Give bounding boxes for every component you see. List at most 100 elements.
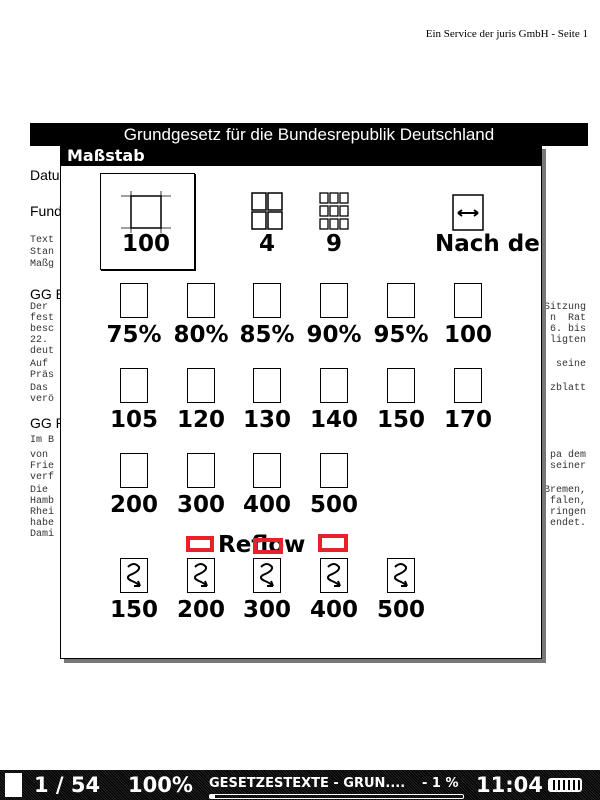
background-text: ringen bbox=[549, 507, 586, 518]
background-text: seine bbox=[555, 359, 586, 370]
highlight-box bbox=[186, 536, 214, 552]
zoom-option[interactable]: 9 bbox=[301, 191, 367, 257]
background-text: Präs bbox=[30, 370, 55, 381]
zoom-option[interactable]: 300 bbox=[234, 558, 300, 623]
background-text: besc bbox=[30, 324, 55, 335]
zoom-option[interactable]: 90% bbox=[301, 283, 367, 348]
zoom-level: 100% bbox=[128, 773, 193, 797]
zoom-option-label: 400 bbox=[309, 597, 358, 623]
zoom-option-label: 150 bbox=[109, 597, 158, 623]
zoom-option[interactable]: 80% bbox=[168, 283, 234, 348]
zoom-option[interactable]: 200 bbox=[168, 558, 234, 623]
book-title: GESETZESTEXTE - GRUN.... bbox=[209, 776, 406, 791]
zoom-option[interactable]: 120 bbox=[168, 368, 234, 433]
zoom-option[interactable]: 85% bbox=[234, 283, 300, 348]
background-text: Die bbox=[30, 485, 49, 496]
background-text: Dami bbox=[30, 529, 55, 540]
page-icon bbox=[253, 368, 281, 403]
background-text: seiner bbox=[549, 461, 586, 472]
zoom-option[interactable]: 100 bbox=[113, 191, 179, 257]
zoom-option-label: 170 bbox=[443, 407, 492, 433]
zoom-option-label: 100 bbox=[121, 231, 170, 257]
page-icon bbox=[120, 368, 148, 403]
reflow-icon bbox=[120, 558, 148, 593]
zoom-option-label: 105 bbox=[109, 407, 158, 433]
zoom-option[interactable]: 140 bbox=[301, 368, 367, 433]
reflow-icon bbox=[387, 558, 415, 593]
background-text: GG Ei bbox=[30, 286, 69, 302]
page-icon bbox=[387, 368, 415, 403]
zoom-option[interactable]: 4 bbox=[234, 191, 300, 257]
fit-page-icon bbox=[113, 191, 179, 233]
clock: 11:04 bbox=[476, 773, 543, 797]
zoom-option[interactable]: 400 bbox=[301, 558, 367, 623]
page-icon bbox=[187, 453, 215, 488]
zoom-option-label: 500 bbox=[376, 597, 425, 623]
document-title: Grundgesetz für die Bundesrepublik Deuts… bbox=[30, 123, 588, 146]
progress-bar[interactable] bbox=[209, 794, 464, 799]
page-icon bbox=[120, 283, 148, 318]
zoom-option[interactable]: 150 bbox=[368, 368, 434, 433]
background-text: deut bbox=[30, 346, 55, 357]
dialog-title: Maßstab bbox=[61, 146, 541, 166]
zoom-option-label: 400 bbox=[242, 492, 291, 518]
page-icon bbox=[320, 368, 348, 403]
background-text: Im B bbox=[30, 435, 55, 446]
page-icon bbox=[187, 283, 215, 318]
zoom-option[interactable]: Nach de bbox=[435, 191, 540, 257]
page-icon bbox=[253, 453, 281, 488]
background-text: ligten bbox=[549, 335, 586, 346]
battery-full-icon bbox=[548, 778, 582, 792]
zoom-option[interactable]: 170 bbox=[435, 368, 501, 433]
zoom-option[interactable]: 500 bbox=[368, 558, 434, 623]
zoom-option-label: 9 bbox=[325, 231, 342, 257]
zoom-option[interactable]: 105 bbox=[101, 368, 167, 433]
zoom-option-label: 130 bbox=[242, 407, 291, 433]
page-icon bbox=[320, 283, 348, 318]
page-counter: 1 / 54 bbox=[34, 773, 101, 797]
highlight-box bbox=[253, 538, 283, 554]
zoom-option-label: 120 bbox=[176, 407, 225, 433]
highlight-box bbox=[318, 534, 348, 552]
zoom-option[interactable]: 75% bbox=[101, 283, 167, 348]
zoom-option-label: 85% bbox=[239, 322, 295, 348]
background-text: Maßg bbox=[30, 259, 55, 270]
background-text: Datu bbox=[30, 167, 60, 183]
zoom-option-label: 90% bbox=[306, 322, 362, 348]
zoom-option[interactable]: 300 bbox=[168, 453, 234, 518]
page-header: Ein Service der juris GmbH - Seite 1 bbox=[425, 28, 588, 40]
zoom-option-label: 200 bbox=[176, 597, 225, 623]
zoom-option-label: 500 bbox=[309, 492, 358, 518]
background-text: pa dem bbox=[549, 450, 586, 461]
zoom-option[interactable]: 100 bbox=[435, 283, 501, 348]
reflow-icon bbox=[320, 558, 348, 593]
zoom-dialog: Maßstab 100 4 9 Nach de 75%80%85% 90%95% 100 10… bbox=[60, 145, 542, 659]
background-text: habe bbox=[30, 518, 55, 529]
zoom-option[interactable]: 400 bbox=[234, 453, 300, 518]
background-text: Stan bbox=[30, 247, 55, 258]
reflow-icon bbox=[253, 558, 281, 593]
zoom-option[interactable]: 200 bbox=[101, 453, 167, 518]
background-text: Text bbox=[30, 235, 55, 246]
background-text: Sitzung bbox=[543, 302, 586, 313]
progress-text: - 1 % bbox=[422, 776, 459, 791]
background-text: Fund bbox=[30, 203, 62, 219]
zoom-option[interactable]: 500 bbox=[301, 453, 367, 518]
grid-3x3-icon bbox=[301, 191, 367, 233]
bookmark-icon[interactable] bbox=[5, 773, 22, 797]
zoom-option-label: 100 bbox=[443, 322, 492, 348]
background-text: zblatt bbox=[549, 383, 586, 394]
background-text: falen, bbox=[549, 496, 586, 507]
page-icon bbox=[253, 283, 281, 318]
background-text: Das bbox=[30, 383, 49, 394]
background-text: Frie bbox=[30, 461, 55, 472]
zoom-option-label: 300 bbox=[242, 597, 291, 623]
reflow-icon bbox=[187, 558, 215, 593]
selected-option-frame bbox=[100, 173, 195, 270]
background-text: Rhei bbox=[30, 507, 55, 518]
zoom-option[interactable]: 95% bbox=[368, 283, 434, 348]
background-text: verf bbox=[30, 472, 55, 483]
zoom-option-label: 4 bbox=[258, 231, 275, 257]
zoom-option[interactable]: 130 bbox=[234, 368, 300, 433]
zoom-option[interactable]: 150 bbox=[101, 558, 167, 623]
